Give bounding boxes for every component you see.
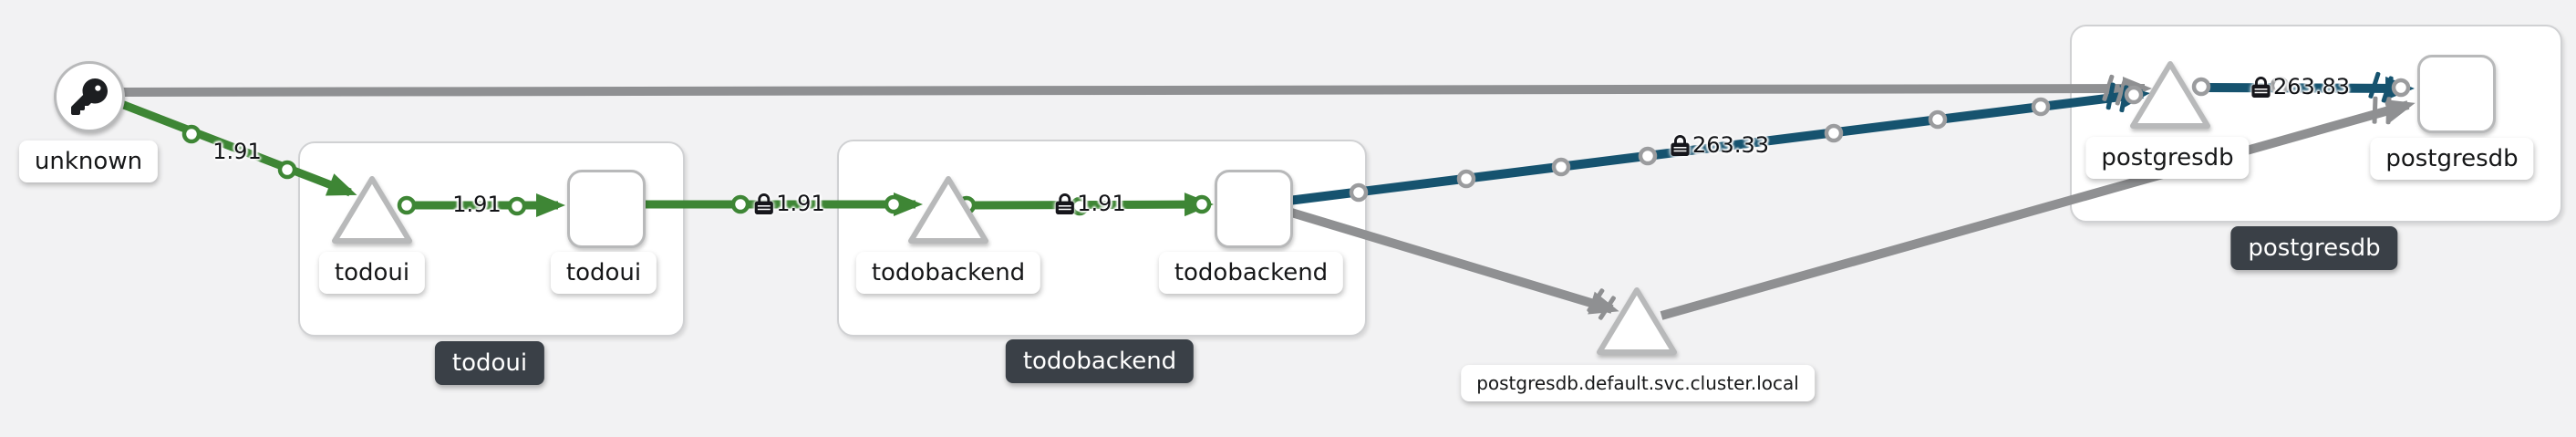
edge-unknown-to-todoui-service[interactable]: [115, 98, 357, 197]
label-postgresdb-workload: postgresdb: [2370, 138, 2534, 180]
node-external-service[interactable]: [1594, 283, 1680, 363]
edge-unknown-to-postgresdb-service[interactable]: [120, 77, 2152, 101]
node-todobackend-service[interactable]: [905, 172, 991, 252]
edge-label-postgresdb-internal: 263.83: [2251, 74, 2350, 99]
edge-rate: 263.83: [2273, 74, 2350, 99]
label-todobackend-service: todobackend: [855, 252, 1041, 294]
label-todobackend-workload: todobackend: [1158, 252, 1344, 294]
node-postgresdb-workload[interactable]: [2417, 55, 2496, 133]
label-external-service: postgresdb.default.svc.cluster.local: [1461, 365, 1815, 401]
edge-label-todoui-internal: 1.91: [452, 192, 501, 217]
edge-label-todoui-todobackend: 1.91: [754, 191, 825, 216]
node-todoui-service[interactable]: [329, 172, 415, 252]
edge-todobackend-to-external-service[interactable]: [1287, 207, 1619, 315]
group-badge-todoui[interactable]: todoui: [434, 341, 545, 385]
edge-external-service-to-postgresdb-workload[interactable]: [1660, 99, 2416, 320]
mtls-lock-icon: [2251, 76, 2271, 98]
mtls-lock-icon: [1055, 192, 1074, 214]
edge-todobackend-to-postgresdb-service[interactable]: [1288, 85, 2150, 205]
edge-label-todobackend-internal: 1.91: [1055, 191, 1126, 216]
edge-rate: 1.91: [776, 191, 825, 216]
edge-rate: 1.91: [1077, 191, 1126, 216]
label-todoui-workload: todoui: [550, 252, 657, 294]
edge-tick: [2102, 74, 2127, 106]
mtls-lock-icon: [1671, 134, 1690, 156]
label-unknown: unknown: [18, 140, 159, 182]
label-postgresdb-service: postgresdb: [2085, 137, 2250, 179]
edge-tick: [2368, 71, 2394, 103]
label-todoui-service: todoui: [318, 252, 426, 294]
node-unknown[interactable]: [54, 61, 125, 132]
edge-rate: 263.33: [1692, 132, 1769, 158]
edge-todobackend-service-to-workload[interactable]: [973, 192, 1214, 217]
group-badge-todobackend[interactable]: todobackend: [1005, 339, 1195, 383]
edge-rate: 1.91: [212, 139, 262, 164]
edge-label-unknown-todoui: 1.91: [212, 139, 261, 164]
group-badge-postgresdb[interactable]: postgresdb: [2230, 226, 2398, 270]
edge-rate: 1.91: [452, 192, 502, 217]
traffic-dots-tcp: [1349, 76, 2411, 203]
node-todobackend-workload[interactable]: [1215, 170, 1293, 248]
key-icon: [71, 78, 108, 115]
node-todoui-workload[interactable]: [567, 170, 646, 248]
edge-tick: [2372, 96, 2392, 125]
edge-label-todobackend-postgresdb: 263.33: [1671, 132, 1769, 158]
edge-tick: [1587, 288, 1616, 320]
node-postgresdb-service[interactable]: [2127, 57, 2213, 137]
mtls-lock-icon: [754, 192, 773, 214]
